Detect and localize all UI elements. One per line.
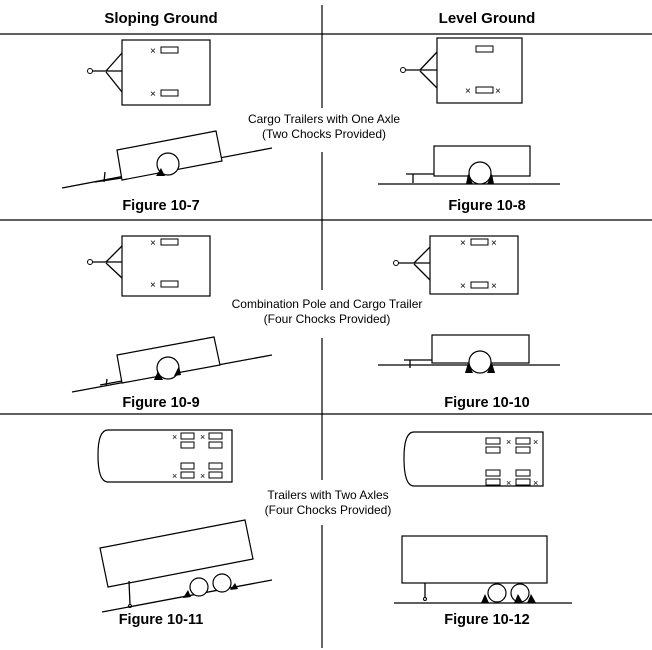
caption-1-line-2: (Two Chocks Provided) [261,127,387,141]
svg-text:×: × [491,238,497,249]
svg-text:×: × [172,432,177,442]
caption-2-line-1: Combination Pole and Cargo Trailer [231,297,423,311]
svg-text:×: × [200,471,205,481]
fig-10-12-top-view: × × × × [403,431,544,488]
figure-10-7-label: Figure 10-7 [122,198,200,214]
svg-text:×: × [150,89,156,100]
svg-text:×: × [506,478,511,488]
figure-10-12-label: Figure 10-12 [444,612,530,628]
svg-text:×: × [491,281,497,292]
svg-text:×: × [495,86,501,97]
figure-10-8-label: Figure 10-8 [448,198,526,214]
fig-10-7-top-view: × × [87,39,211,106]
svg-text:×: × [150,46,156,57]
header-level-ground: Level Ground [438,10,536,27]
caption-3-line-1: Trailers with Two Axles [267,488,389,502]
fig-10-9-side-view [71,336,273,393]
caption-3-line-2: (Four Chocks Provided) [264,503,392,517]
svg-text:×: × [172,471,177,481]
svg-text:×: × [460,281,466,292]
figure-10-11-label: Figure 10-11 [118,612,204,628]
fig-10-10-side-view [378,334,560,374]
caption-section-3: Trailers with Two Axles (Four Chocks Pro… [226,488,430,518]
fig-10-11-top-view: × × × × [97,429,233,483]
svg-text:×: × [150,238,156,249]
caption-2-line-2: (Four Chocks Provided) [263,312,391,326]
svg-text:×: × [506,437,511,447]
svg-text:×: × [533,478,538,488]
fig-10-10-top-view: × × × × [393,235,519,295]
table-grid [0,5,652,648]
fig-10-12-side-view [394,535,572,604]
svg-text:×: × [200,432,205,442]
fig-10-7-side-view [61,130,273,189]
svg-text:×: × [465,86,471,97]
fig-10-9-top-view: × × [87,235,211,297]
figure-10-10-label: Figure 10-10 [444,395,530,411]
svg-text:×: × [533,437,538,447]
caption-section-1: Cargo Trailers with One Axle (Two Chocks… [222,112,426,142]
fig-10-11-side-view [99,519,273,613]
fig-10-8-top-view: × × [400,37,523,104]
header-sloping-ground: Sloping Ground [104,10,218,27]
caption-1-line-1: Cargo Trailers with One Axle [247,112,401,126]
figure-10-9-label: Figure 10-9 [122,395,200,411]
caption-section-2: Combination Pole and Cargo Trailer (Four… [196,297,458,327]
svg-text:×: × [150,280,156,291]
fig-10-8-side-view [378,145,560,185]
svg-text:×: × [460,238,466,249]
